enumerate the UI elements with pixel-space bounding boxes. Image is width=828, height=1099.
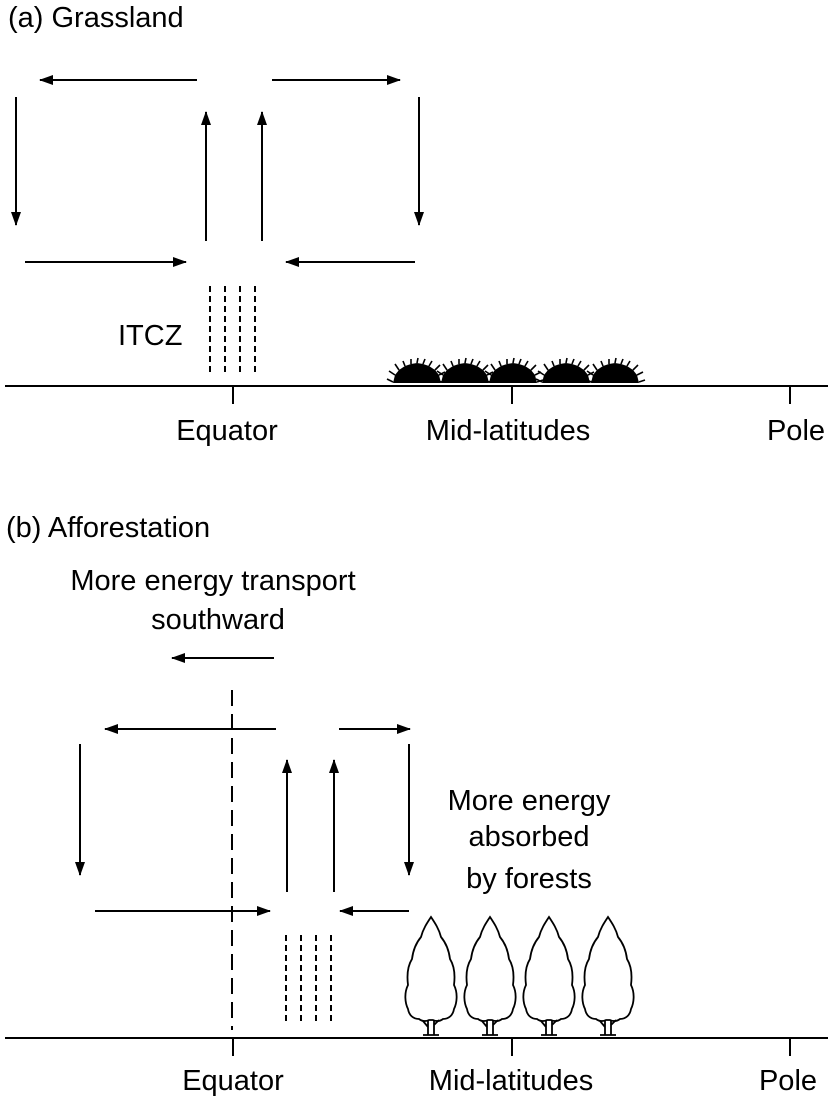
itcz-b-dashes <box>285 935 332 1025</box>
panel-b-axis <box>5 1037 828 1056</box>
panel-b: (b) Afforestation More energy transport … <box>5 512 828 1097</box>
axis-label-equator: Equator <box>182 1065 284 1097</box>
grass-icon <box>584 357 646 384</box>
grass-icon <box>482 357 544 384</box>
tree-row <box>404 916 635 1036</box>
grass-row <box>386 357 646 384</box>
grass-icon <box>434 357 496 384</box>
panel-a-circulation-arrows <box>11 75 424 267</box>
axis-label-pole: Pole <box>767 415 825 447</box>
itcz-a-dashes <box>209 286 256 376</box>
axis-label-equator: Equator <box>176 415 278 447</box>
tree-icon <box>404 916 458 1036</box>
transport-label-line1: More energy transport <box>70 565 355 597</box>
absorbed-label-line3: by forests <box>466 863 592 895</box>
axis-label-pole: Pole <box>759 1065 817 1097</box>
panel-b-title: (b) Afforestation <box>6 512 210 544</box>
absorbed-label-line2: absorbed <box>469 821 590 853</box>
transport-label-line2: southward <box>151 604 285 636</box>
tree-icon <box>463 916 517 1036</box>
grass-icon <box>386 357 448 384</box>
panel-a: (a) Grassland ITCZ <box>5 2 828 447</box>
panel-b-circulation-arrows <box>75 724 414 916</box>
panel-a-axis <box>5 385 828 404</box>
itcz-label: ITCZ <box>118 320 182 352</box>
axis-label-mid-latitudes: Mid-latitudes <box>426 415 590 447</box>
tree-icon <box>581 916 635 1036</box>
tree-icon <box>522 916 576 1036</box>
absorbed-label-line1: More energy <box>448 785 611 817</box>
axis-label-mid-latitudes: Mid-latitudes <box>429 1065 593 1097</box>
panel-a-title: (a) Grassland <box>8 2 184 34</box>
